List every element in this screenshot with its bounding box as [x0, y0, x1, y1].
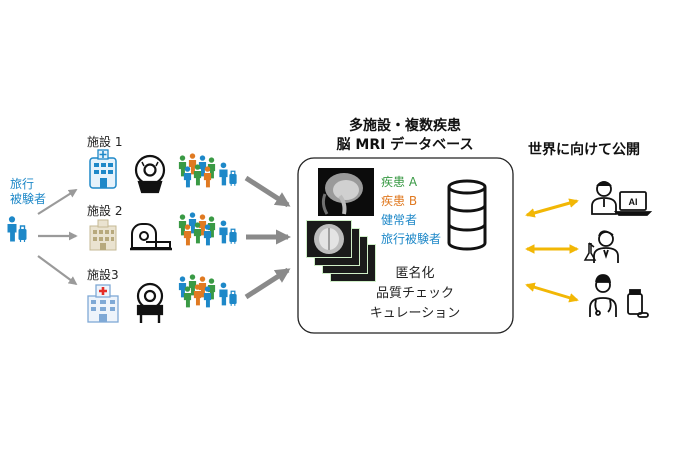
- ai-screen-label: AI: [629, 197, 638, 207]
- arrow-to-site1: [37, 189, 78, 215]
- traveler-icon-site1: [218, 162, 238, 186]
- traveler-arrows: [37, 189, 78, 286]
- brain-mri-sagittal-image: [318, 168, 374, 216]
- category-disease-a: 疾患 A: [381, 175, 418, 189]
- database-title-line1: 多施設・複数疾患: [349, 118, 461, 134]
- processing-quality-check: 品質チェック: [375, 286, 454, 301]
- mri-scanner-icon-1: [134, 154, 166, 194]
- traveler-label-line1: 旅行: [10, 177, 35, 191]
- arrow-site1-db: [244, 175, 291, 208]
- researcher-with-laptop-icon: [591, 181, 653, 216]
- publish-arrows: [525, 198, 579, 303]
- processing-steps: 匿名化 品質チェック キュレーション: [345, 264, 485, 324]
- processing-anonymization: 匿名化: [395, 266, 435, 281]
- arrow-to-site3: [37, 255, 78, 286]
- site-label-2: 施設 2: [87, 204, 123, 218]
- arrow-db-doctor: [525, 282, 579, 303]
- site-to-db-arrows: [244, 175, 291, 300]
- category-healthy: 健常者: [381, 213, 418, 227]
- category-traveling-subject: 旅行被験者: [381, 232, 442, 246]
- brain-mri-axial-stack-image: [306, 220, 376, 282]
- database-cylinder-icon: [447, 179, 487, 251]
- subject-group-2: [178, 212, 216, 246]
- traveler-label: 旅行 被験者: [10, 177, 46, 207]
- site-label-1: 施設 1: [87, 135, 123, 149]
- arrow-site3-db: [244, 267, 291, 300]
- subject-group-1: [178, 153, 216, 188]
- database-title-line2: 脳 MRI データベース: [336, 137, 474, 153]
- hospital-building-icon-3: [87, 284, 119, 323]
- publish-title: 世界に向けて公開: [528, 142, 640, 158]
- mri-scanner-icon-2: [130, 223, 172, 251]
- processing-curation: キュレーション: [369, 306, 461, 321]
- hospital-building-icon-2: [89, 219, 117, 251]
- traveler-label-line2: 被験者: [10, 192, 47, 206]
- database-title: 多施設・複数疾患 脳 MRI データベース: [305, 117, 505, 155]
- scientist-with-flask-icon: [583, 230, 619, 263]
- traveler-icon: [6, 216, 28, 242]
- traveler-icon-site2: [218, 220, 238, 244]
- traveler-icon-site3: [218, 282, 238, 306]
- site-label-3: 施設3: [87, 268, 119, 282]
- subject-group-3: [178, 274, 216, 308]
- hospital-building-icon-1: [89, 149, 117, 189]
- doctor-with-medicine-icon: [589, 274, 649, 318]
- category-disease-b: 疾患 B: [381, 194, 418, 208]
- category-list: 疾患 A 疾患 B 健常者 旅行被験者: [381, 173, 441, 249]
- mri-scanner-icon-3: [136, 282, 164, 323]
- arrow-db-researcher: [525, 198, 579, 218]
